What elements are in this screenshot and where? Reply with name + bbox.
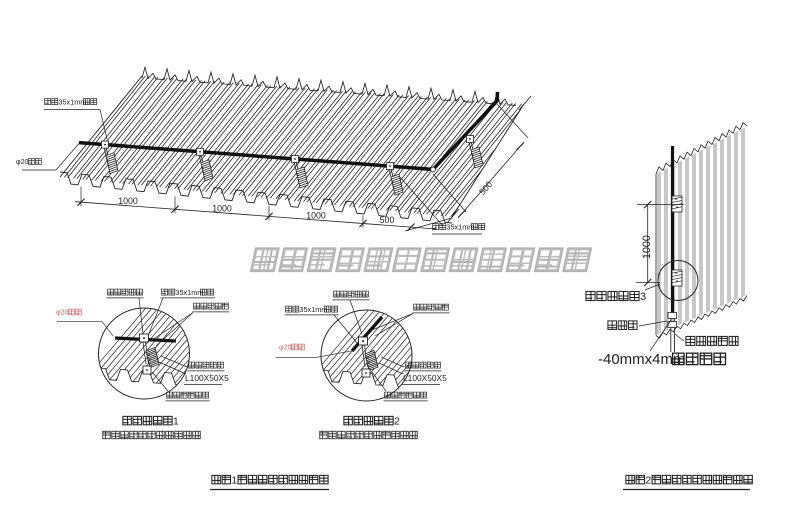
svg-text:L100X50X5: L100X50X5 [403, 373, 447, 383]
svg-text:2: 2 [645, 476, 651, 487]
svg-text:35x1mm: 35x1mm [299, 305, 327, 314]
svg-text:φ20: φ20 [56, 309, 69, 317]
svg-text:500: 500 [380, 215, 395, 225]
svg-text:-40mmx4mm: -40mmx4mm [598, 351, 686, 368]
svg-text:2: 2 [394, 417, 400, 428]
svg-text:φ20: φ20 [279, 344, 292, 352]
svg-text:1: 1 [173, 417, 179, 428]
svg-text:3: 3 [640, 291, 646, 303]
svg-text:35x1mm: 35x1mm [446, 222, 474, 231]
svg-text:1000: 1000 [212, 203, 232, 213]
svg-text:35x1mm: 35x1mm [175, 288, 203, 297]
svg-text:35x1mm: 35x1mm [58, 97, 86, 106]
svg-text:φ20: φ20 [16, 158, 29, 166]
svg-text:1000: 1000 [306, 210, 326, 220]
svg-text:1000: 1000 [641, 235, 653, 259]
svg-text:1: 1 [231, 476, 237, 487]
svg-text:L100X50X5: L100X50X5 [185, 373, 229, 383]
svg-text:1000: 1000 [118, 196, 138, 206]
